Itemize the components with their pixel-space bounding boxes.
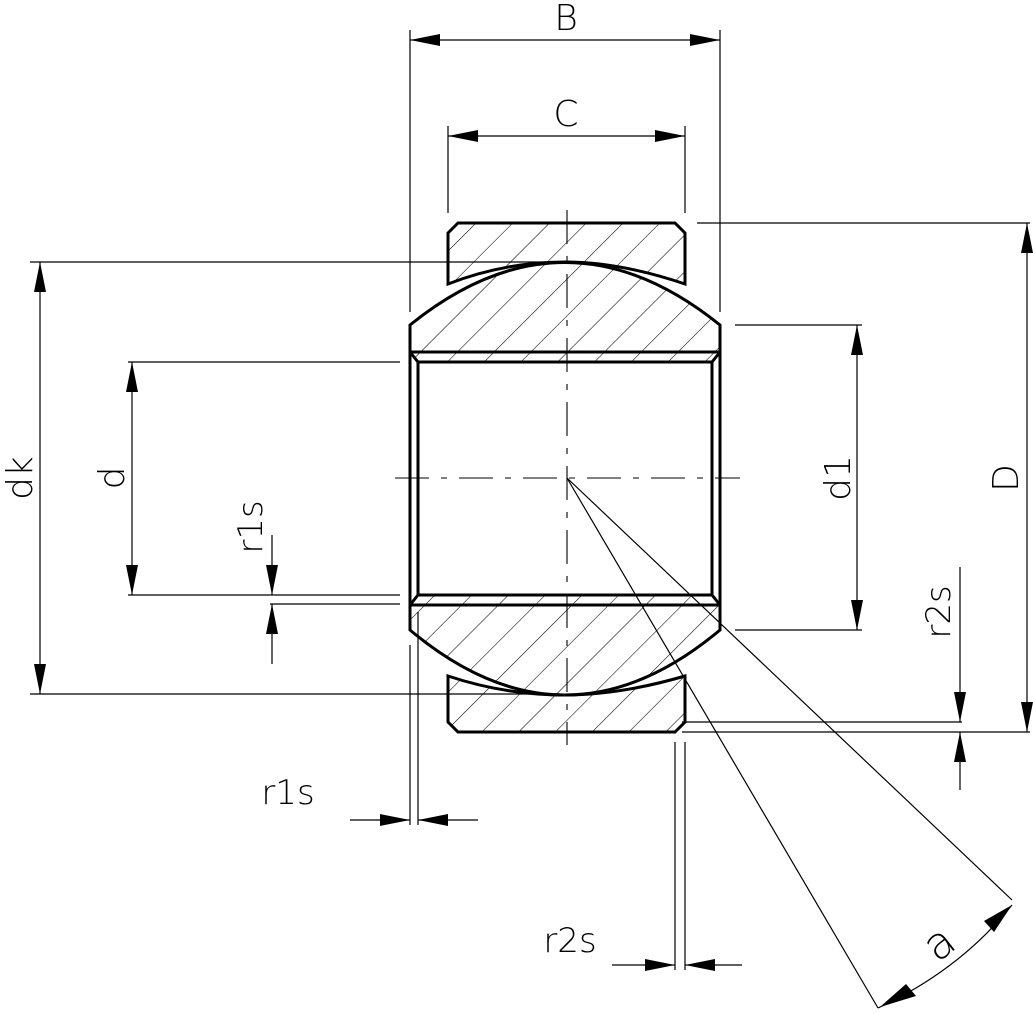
inner-ring-bottom-section	[408, 593, 722, 697]
dimension-r1s-bottom: r1s	[261, 612, 478, 826]
dimension-r2s-bottom: r2s	[543, 742, 742, 971]
inner-ring-top-section	[408, 261, 722, 364]
inner-ring	[408, 261, 722, 697]
dimension-r1s-left: r1s	[231, 500, 400, 664]
dimension-C: C	[447, 94, 686, 213]
label-r1s-left: r1s	[231, 500, 271, 553]
dimension-d: d	[92, 361, 400, 596]
dimension-D: D	[682, 222, 1033, 733]
label-D: D	[986, 464, 1027, 492]
dimension-r2s-right: r2s	[682, 567, 966, 790]
label-r2s-bottom: r2s	[543, 921, 596, 961]
center-lines	[395, 210, 740, 745]
dimension-d1: d1	[735, 324, 863, 631]
label-dk: dk	[0, 456, 41, 500]
dimension-dk: dk	[0, 261, 560, 695]
tilt-angle-a: a	[566, 477, 1013, 1009]
label-a: a	[913, 915, 966, 972]
label-r2s-right: r2s	[919, 585, 959, 638]
label-r1s-bottom: r1s	[261, 773, 314, 813]
dimension-B: B	[409, 0, 721, 312]
label-C: C	[553, 94, 578, 135]
label-d: d	[92, 467, 133, 490]
label-d1: d1	[818, 455, 859, 501]
label-B: B	[554, 0, 578, 39]
